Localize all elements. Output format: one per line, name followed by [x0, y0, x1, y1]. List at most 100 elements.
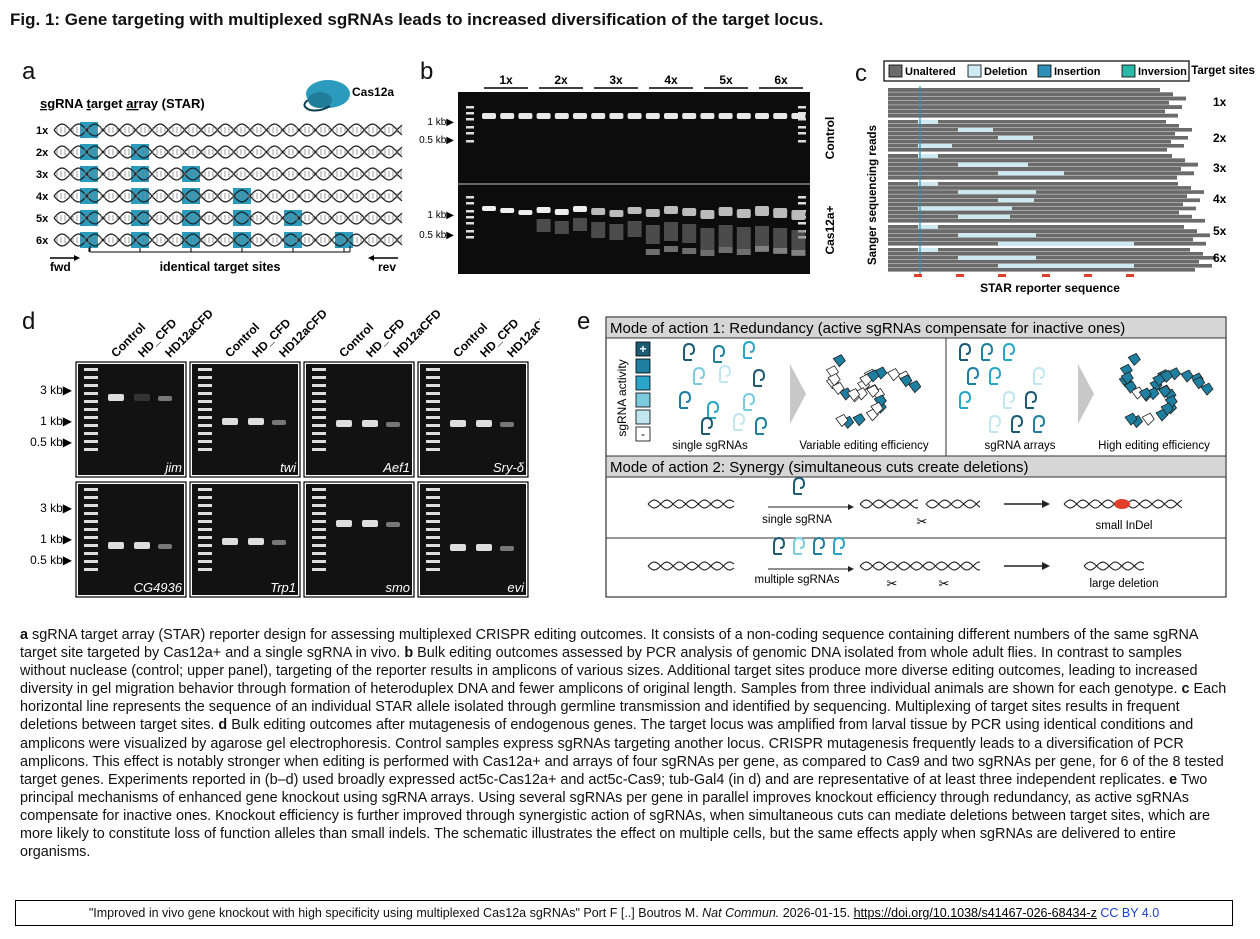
read-unaltered	[888, 109, 1165, 114]
reads-axis-label: Sanger sequencing reads	[867, 125, 879, 265]
gel-band	[682, 208, 697, 216]
sgrna-activity-label: sgRNA activity	[615, 359, 629, 436]
gel-d-marker: 1 kb▶	[40, 414, 73, 428]
panel-b-label: b	[420, 58, 434, 85]
gel-band	[500, 422, 514, 427]
sgrna-icon	[1003, 390, 1016, 409]
read-unaltered	[888, 225, 1184, 229]
dna-strand	[925, 499, 981, 509]
gel-band	[573, 206, 587, 212]
dna-strand	[859, 499, 919, 509]
cell-icon	[831, 381, 845, 396]
gel-band	[609, 210, 624, 217]
read-deletion	[958, 162, 1028, 167]
sgrna-icon	[1033, 366, 1046, 385]
dna-strand	[53, 167, 403, 181]
gel-band	[248, 538, 264, 545]
dna-strand	[859, 561, 981, 571]
activity-swatch	[635, 409, 651, 425]
gel-band	[134, 394, 150, 401]
gene-label: Sry-δ	[493, 460, 525, 475]
target-site-box	[182, 166, 200, 182]
gel-band	[386, 422, 400, 427]
gel-d-marker: 3 kb▶	[40, 501, 73, 515]
gel-d-background	[78, 364, 184, 475]
gel-band	[591, 113, 606, 119]
gel-b-marker-1kb-bottom: 1 kb▶	[427, 210, 454, 221]
figure-title: Fig. 1: Gene targeting with multiplexed …	[10, 10, 824, 29]
read-unaltered	[888, 218, 1205, 223]
gel-band	[773, 113, 788, 119]
target-site-mark	[998, 274, 1006, 277]
activity-swatch	[635, 341, 651, 357]
gel-d-marker: 3 kb▶	[40, 383, 73, 397]
gel-band	[222, 538, 238, 545]
dna-strand	[647, 499, 735, 509]
sgrna-icon	[959, 390, 972, 409]
caption-panel-letter: a	[20, 627, 29, 643]
read-unaltered	[888, 136, 1188, 140]
read-deletion	[998, 198, 1034, 203]
dna-strand	[53, 233, 403, 247]
activity-swatch	[635, 358, 651, 374]
gel-d-background	[192, 484, 298, 595]
gel-band	[450, 420, 466, 427]
gel-band	[645, 209, 660, 217]
cell-icon	[1158, 385, 1172, 399]
citation-doi-link[interactable]: https://doi.org/10.1038/s41467-026-68434…	[853, 906, 1097, 920]
star-row-label: 2x	[36, 147, 49, 159]
read-unaltered	[888, 182, 1178, 186]
caption-panel-letter: c	[1181, 681, 1190, 698]
gel-band	[718, 113, 733, 119]
gene-label: smo	[385, 580, 410, 595]
citation-date: 2026-01-15.	[779, 906, 854, 920]
activity-swatch	[635, 392, 651, 408]
dna-strand	[859, 499, 919, 509]
gel-b-background	[458, 92, 810, 274]
cell-icon	[1124, 412, 1138, 426]
cell-icon	[1160, 402, 1174, 416]
gel-band	[627, 113, 642, 119]
dna-strand	[53, 189, 403, 203]
scissors-icon: ✂	[887, 576, 898, 591]
gel-band	[591, 208, 606, 215]
cell-icon	[1127, 352, 1141, 366]
panel-e-schematic: Mode of action 1: Redundancy (active sgR…	[605, 316, 1227, 598]
sgrna-icon	[1011, 414, 1024, 433]
cell-icon	[870, 401, 884, 416]
star-row-label: 3x	[36, 169, 49, 181]
cell-icon	[847, 388, 861, 402]
citation-license-link[interactable]: CC BY 4.0	[1100, 906, 1160, 920]
gel-band	[645, 113, 660, 119]
dna-strand	[647, 561, 735, 571]
gene-label: CG4936	[134, 580, 183, 595]
gel-band	[500, 208, 515, 213]
caption-text: Two principal mechanisms of enhanced gen…	[20, 771, 1210, 861]
gel-band	[755, 113, 769, 119]
gel-band	[272, 420, 286, 425]
mode2-title: Mode of action 2: Synergy (simultaneous …	[610, 459, 1029, 476]
gel-band	[718, 207, 733, 216]
target-site-box	[182, 232, 200, 248]
target-site-mark	[1084, 274, 1092, 277]
scissors-icon: ✂	[939, 576, 950, 591]
identical-sites-label: identical target sites	[160, 260, 281, 274]
sgrna-icon	[959, 342, 972, 361]
gene-label: Trp1	[270, 580, 296, 595]
cell-icon	[1138, 387, 1152, 401]
read-deletion	[998, 171, 1064, 176]
citation-box: "Improved in vivo gene knockout with hig…	[15, 900, 1233, 926]
read-unaltered	[888, 194, 1187, 198]
read-deletion	[918, 144, 952, 148]
sgrna-icon	[743, 392, 756, 411]
caption-high-efficiency: High editing efficiency	[1098, 440, 1210, 452]
caption-text: Bulk editing outcomes after mutagenesis …	[20, 717, 1224, 788]
read-unaltered	[888, 148, 1167, 152]
read-unaltered	[888, 186, 1191, 190]
sgrna-icon	[743, 340, 756, 359]
target-sites-row-label: 4x	[1213, 192, 1227, 206]
gel-b-cas12a-label: Cas12a+	[823, 205, 837, 254]
sgrna-icon	[833, 536, 846, 555]
gel-band	[336, 520, 352, 527]
